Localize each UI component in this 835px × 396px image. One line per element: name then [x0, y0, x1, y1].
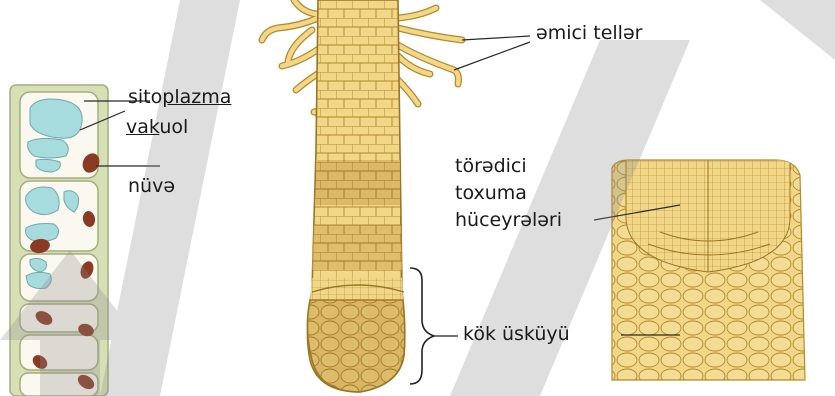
- vacuole-label: vakuol: [126, 116, 188, 139]
- vacuole-label-underlined: vak: [126, 116, 159, 138]
- nucleus-label: nüvə: [128, 175, 175, 198]
- meristem-label-line2: toxuma: [455, 182, 527, 205]
- meristem-label-line3: hüceyrələri: [455, 209, 562, 232]
- root-cap-label: kök üsküyü: [463, 323, 570, 346]
- vacuole-label-suffix: uol: [159, 116, 188, 138]
- cytoplasm-label-prefix: sito: [128, 86, 162, 108]
- meristem-label-line1: törədici: [455, 155, 527, 178]
- cytoplasm-label: sitoplazma: [128, 86, 231, 109]
- root-tip-magnified: [612, 160, 805, 380]
- root-drawing: [262, 0, 462, 392]
- cytoplasm-label-underlined: plazma: [162, 86, 231, 108]
- root-hairs-label: əmici tellər: [536, 22, 642, 45]
